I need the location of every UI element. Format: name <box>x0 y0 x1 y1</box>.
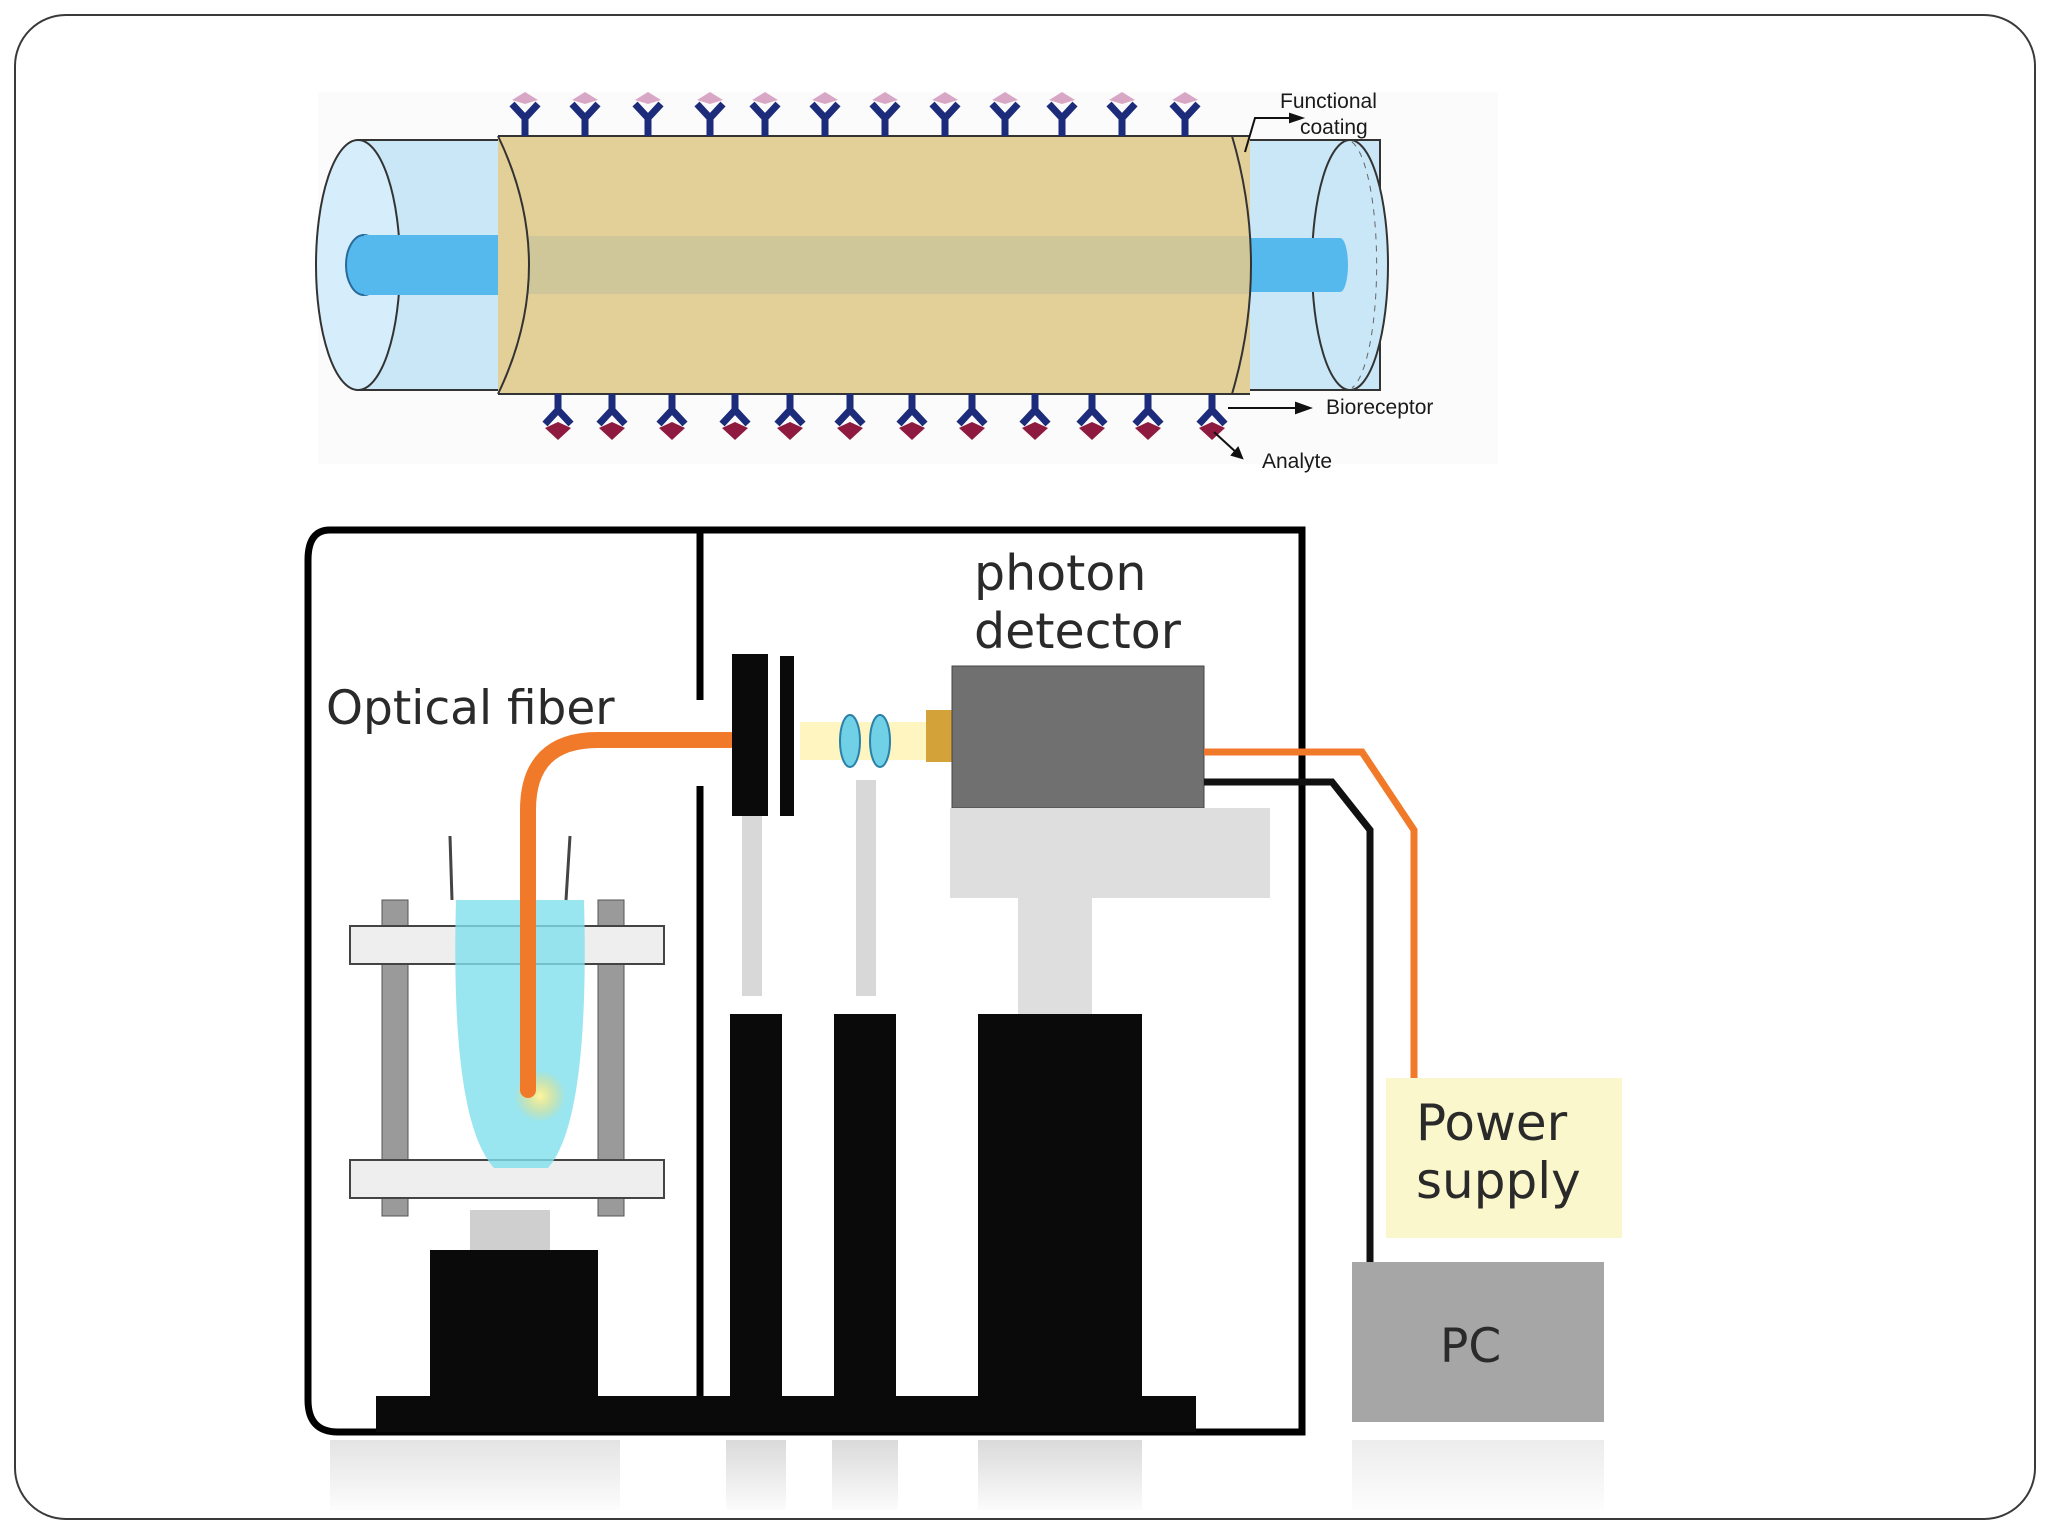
label-pc: PC <box>1440 1319 1501 1374</box>
bioreceptor-icon <box>1046 92 1078 136</box>
bioreceptor-icon <box>869 92 901 136</box>
bioreceptor-row-bottom <box>542 394 1228 440</box>
bioreceptor-analyte-icon <box>542 394 574 440</box>
bioreceptor-analyte-icon <box>774 394 806 440</box>
bioreceptor-icon <box>749 92 781 136</box>
functional-coating-cylinder <box>497 135 1252 395</box>
bioreceptor-icon <box>509 92 541 136</box>
slit-plate-2 <box>780 656 794 816</box>
bioreceptor-icon <box>569 92 601 136</box>
fiber-biosensor-diagram: Functional coating Bioreceptor Analyte <box>315 90 1498 473</box>
bioreceptor-analyte-icon <box>1132 394 1164 440</box>
detector-post <box>1018 898 1092 1014</box>
bioreceptor-icon <box>809 92 841 136</box>
lens-stand <box>834 1014 896 1396</box>
measurement-setup-diagram: Optical fiber photon detector Power supp… <box>304 526 1622 1516</box>
bioreceptor-icon <box>694 92 726 136</box>
label-optical-fiber: Optical fiber <box>326 681 615 736</box>
power-cable <box>1204 748 1418 1080</box>
bioreceptor-analyte-icon <box>719 394 751 440</box>
bioreceptor-analyte-icon <box>834 394 866 440</box>
data-cable <box>1204 778 1374 1266</box>
base-plate <box>376 1396 1196 1432</box>
label-coating: coating <box>1300 116 1368 139</box>
slit-plate-1 <box>732 654 768 816</box>
photon-detector <box>951 665 1205 809</box>
detector-mount <box>950 808 1270 898</box>
label-photon: photon <box>974 545 1146 602</box>
bioreceptor-analyte-icon <box>656 394 688 440</box>
bioreceptor-analyte-icon <box>596 394 628 440</box>
power-supply-box <box>1386 1078 1622 1238</box>
bioreceptor-analyte-icon <box>956 394 988 440</box>
optical-fiber <box>520 732 738 1098</box>
pc-box <box>1352 1262 1604 1422</box>
vial-holder <box>349 899 665 1396</box>
bioreceptor-icon <box>1106 92 1138 136</box>
bioreceptor-icon <box>1169 92 1201 136</box>
bioreceptor-analyte-icon <box>1076 394 1108 440</box>
slit-post <box>742 816 762 996</box>
bioreceptor-analyte-icon <box>896 394 928 440</box>
lens-1 <box>839 714 861 768</box>
bioreceptor-icon <box>929 92 961 136</box>
bioreceptor-analyte-icon <box>1196 394 1228 440</box>
label-analyte: Analyte <box>1262 450 1332 473</box>
label-detector: detector <box>974 603 1182 660</box>
slit-stand <box>730 1014 782 1396</box>
callout-arrows <box>1213 112 1313 460</box>
detector-stand <box>978 1014 1142 1396</box>
bioreceptor-icon <box>632 92 664 136</box>
cladding-right-end <box>1239 139 1389 391</box>
lens-post <box>856 780 876 996</box>
detector-window <box>926 710 954 762</box>
label-bioreceptor: Bioreceptor <box>1326 396 1433 419</box>
label-supply: supply <box>1416 1152 1581 1210</box>
lens-2 <box>869 714 891 768</box>
bioreceptor-row-top <box>509 92 1201 136</box>
bioreceptor-analyte-icon <box>1019 394 1051 440</box>
bioreceptor-icon <box>989 92 1021 136</box>
label-power: Power <box>1416 1094 1568 1152</box>
diagram-reflection <box>320 1436 1620 1516</box>
label-functional: Functional <box>1280 90 1377 113</box>
